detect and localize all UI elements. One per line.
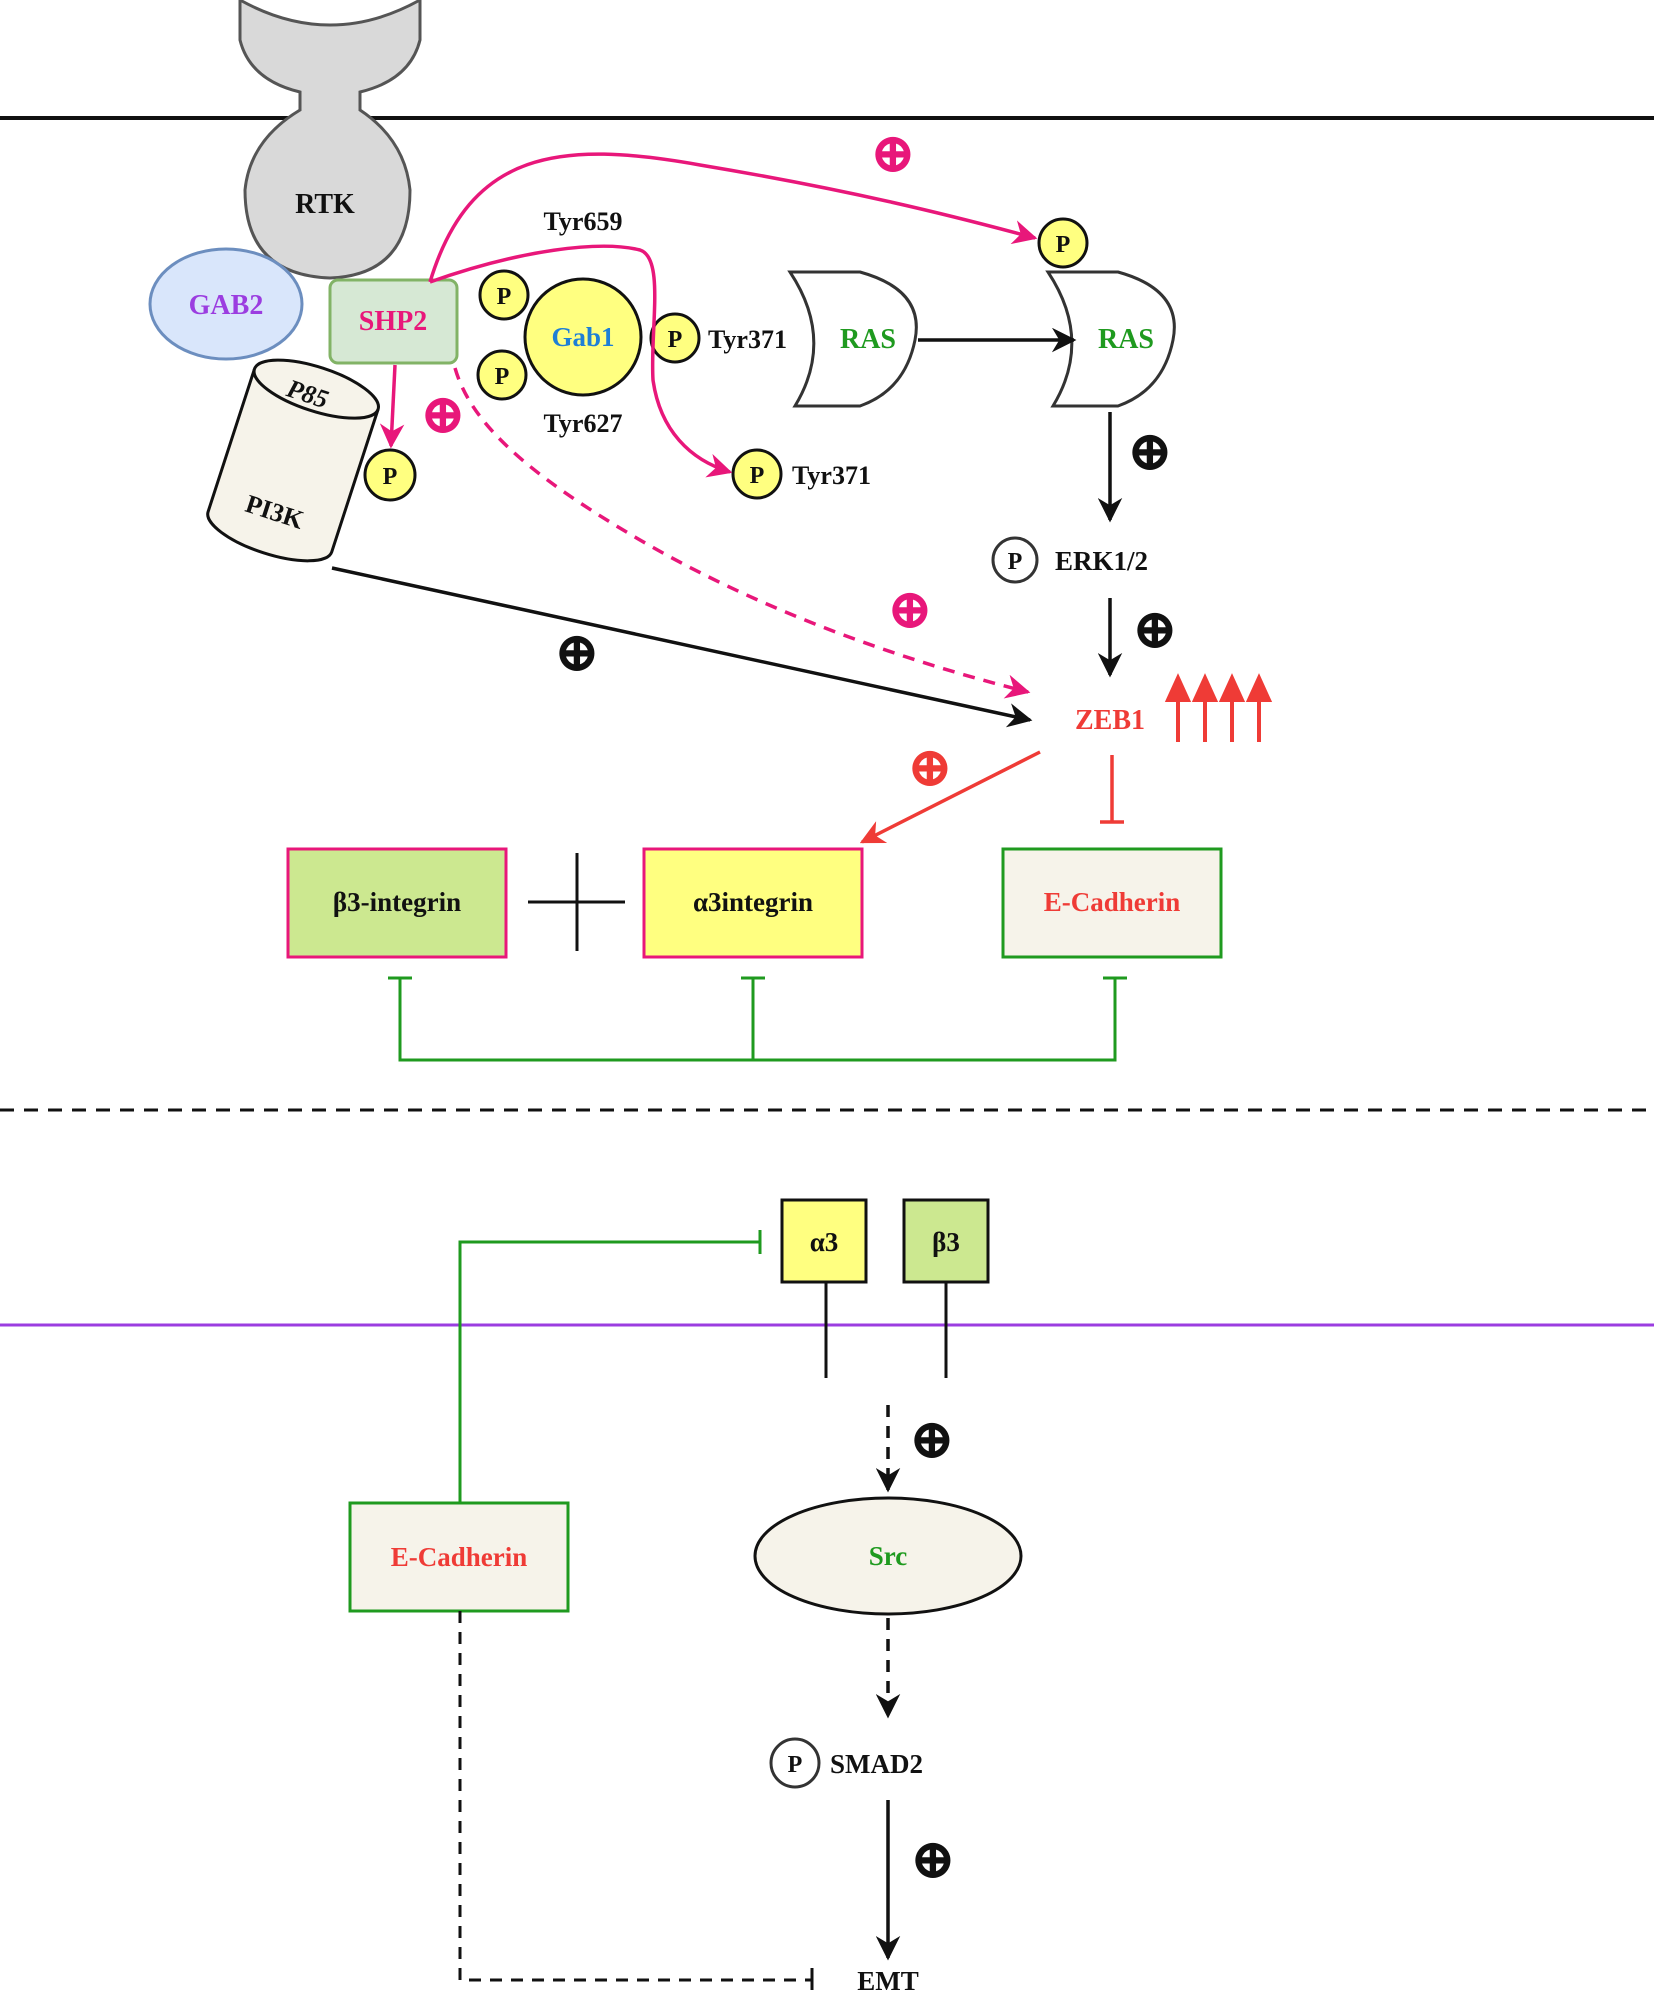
smad2-label: SMAD2 bbox=[830, 1749, 923, 1779]
phospho-ras: P bbox=[1037, 217, 1089, 269]
gab1-label: Gab1 bbox=[551, 322, 614, 352]
beta3-receptor: β3 bbox=[902, 1198, 990, 1378]
rtk-receptor: RTK bbox=[238, 0, 422, 280]
plus-integrin-src: ⊕ bbox=[909, 1409, 956, 1471]
ras-right-label: RAS bbox=[1098, 324, 1154, 355]
zeb1-inhibits-ecadherin bbox=[1100, 755, 1124, 824]
pi3k-to-zeb1-arrow bbox=[331, 566, 1033, 728]
shp2-to-tyr371-arrow bbox=[429, 244, 733, 478]
plus-erk-zeb1: ⊕ bbox=[1132, 599, 1179, 661]
tyr371-target-label: Tyr371 bbox=[792, 461, 871, 490]
alpha3-integrin-label: α3integrin bbox=[693, 887, 813, 917]
ecadherin-lower-label: E-Cadherin bbox=[391, 1542, 528, 1572]
beta3-integrin-box: β3-integrin bbox=[286, 847, 508, 959]
integrin-complex-plus bbox=[528, 853, 625, 951]
svg-text:P: P bbox=[383, 464, 398, 490]
zeb1-to-alpha3-arrow bbox=[859, 750, 1041, 844]
smad2-node: P SMAD2 bbox=[769, 1737, 923, 1789]
rtk-label: RTK bbox=[295, 189, 355, 220]
ras-left-label: RAS bbox=[840, 324, 896, 355]
ecadherin-upper-label: E-Cadherin bbox=[1044, 887, 1181, 917]
ecadherin-inhibits-alpha3 bbox=[458, 1230, 762, 1503]
alpha3-label: α3 bbox=[810, 1227, 839, 1257]
plus-smad2-emt: ⊕ bbox=[910, 1829, 957, 1891]
erk-node: P ERK1/2 bbox=[991, 536, 1148, 584]
svg-text:P: P bbox=[1008, 549, 1023, 575]
svg-text:P: P bbox=[750, 463, 765, 489]
green-inhibition-bracket bbox=[388, 976, 1127, 1062]
ras-active: RAS bbox=[1045, 270, 1176, 408]
plus-pi3k-zeb1: ⊕ bbox=[554, 622, 601, 684]
tyr627-label: Tyr627 bbox=[544, 409, 623, 438]
svg-text:P: P bbox=[668, 327, 683, 353]
svg-text:P: P bbox=[497, 284, 512, 310]
phospho-pi3k: P bbox=[363, 448, 417, 502]
src-label: Src bbox=[869, 1541, 908, 1571]
tyr371-gab1-label: Tyr371 bbox=[708, 325, 787, 354]
zeb1-node: ZEB1 bbox=[1075, 673, 1273, 742]
zeb1-label: ZEB1 bbox=[1075, 705, 1145, 736]
shp2-label: SHP2 bbox=[359, 306, 427, 337]
plus-ras-erk: ⊕ bbox=[1127, 421, 1174, 483]
ras-inactive: RAS bbox=[787, 270, 918, 408]
shp2-to-zeb1-dashed-arrow bbox=[453, 367, 1031, 699]
ecadherin-inhibits-emt bbox=[458, 1611, 814, 1990]
svg-text:P: P bbox=[1056, 232, 1071, 258]
beta3-label: β3 bbox=[932, 1227, 960, 1257]
alpha3-integrin-box: α3integrin bbox=[642, 847, 864, 959]
ecadherin-box-upper: E-Cadherin bbox=[1001, 847, 1223, 959]
phospho-gab1-right: P bbox=[649, 312, 701, 364]
gab1-node: Gab1 bbox=[523, 277, 643, 397]
plus-shp2-zeb1: ⊕ bbox=[887, 579, 934, 641]
gab2-node: GAB2 bbox=[148, 247, 304, 361]
alpha3-receptor: α3 bbox=[780, 1198, 868, 1378]
emt-label: EMT bbox=[857, 1966, 919, 1993]
plus-shp2-ras: ⊕ bbox=[870, 123, 917, 185]
phospho-tyr371-target: P bbox=[731, 448, 783, 500]
gab2-label: GAB2 bbox=[189, 290, 264, 321]
shp2-node: SHP2 bbox=[328, 278, 459, 365]
upregulation-arrows bbox=[1164, 673, 1273, 742]
plus-shp2-pi3k: ⊕ bbox=[420, 384, 467, 446]
shp2-to-ras-p-arrow bbox=[428, 152, 1038, 283]
src-node: Src bbox=[753, 1496, 1023, 1616]
svg-text:P: P bbox=[788, 1752, 803, 1778]
erk-label: ERK1/2 bbox=[1055, 546, 1148, 576]
plus-zeb1-alpha3: ⊕ bbox=[907, 737, 954, 799]
phospho-gab1-bottom: P bbox=[476, 349, 528, 401]
svg-text:P: P bbox=[495, 364, 510, 390]
beta3-integrin-label: β3-integrin bbox=[333, 887, 461, 917]
shp2-to-pi3k-p-arrow bbox=[379, 364, 405, 449]
tyr659-label: Tyr659 bbox=[544, 207, 623, 236]
pi3k-node bbox=[206, 358, 380, 563]
phospho-gab1-top: P bbox=[478, 269, 530, 321]
ecadherin-box-lower: E-Cadherin bbox=[348, 1501, 570, 1613]
